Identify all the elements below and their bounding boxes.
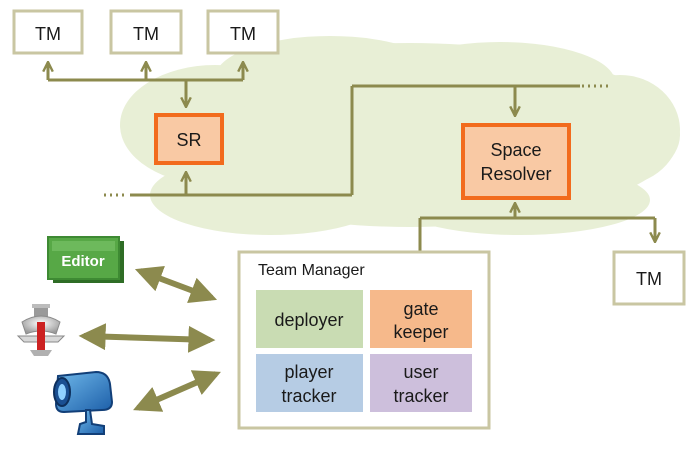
camera-double-arrow bbox=[133, 370, 221, 412]
gate-keeper-module: gate keeper bbox=[370, 290, 472, 348]
tm-label: TM bbox=[35, 24, 61, 44]
user-tracker-line-1: user bbox=[403, 362, 438, 382]
tm-box-top-2: TM bbox=[109, 9, 183, 55]
space-resolver-box: Space Resolver bbox=[461, 123, 571, 200]
team-manager-box: Team Manager deployer gate keeper player… bbox=[237, 250, 491, 430]
sprinkler-icon bbox=[16, 304, 66, 356]
user-tracker-line-2: tracker bbox=[393, 386, 448, 406]
gate-keeper-line-2: keeper bbox=[393, 322, 448, 342]
tm-box-top-1: TM bbox=[12, 9, 84, 55]
space-resolver-line-1: Space bbox=[490, 140, 541, 160]
player-tracker-line-2: tracker bbox=[281, 386, 336, 406]
device-arrows bbox=[78, 265, 221, 412]
camera-icon bbox=[53, 370, 114, 435]
gate-keeper-line-1: gate bbox=[403, 299, 438, 319]
editor-label: Editor bbox=[61, 253, 104, 270]
tm-box-right: TM bbox=[612, 250, 686, 306]
player-tracker-module: player tracker bbox=[256, 354, 363, 412]
user-tracker-module: user tracker bbox=[370, 354, 472, 412]
sr-label: SR bbox=[176, 130, 201, 150]
editor-icon: Editor bbox=[47, 236, 124, 283]
player-tracker-line-1: player bbox=[284, 362, 333, 382]
tm-box-top-3: TM bbox=[206, 9, 280, 55]
sprinkler-double-arrow bbox=[78, 323, 216, 353]
team-manager-title: Team Manager bbox=[258, 262, 365, 279]
tm-label: TM bbox=[230, 24, 256, 44]
editor-double-arrow bbox=[134, 265, 218, 304]
connectors bbox=[48, 62, 655, 282]
tm-label: TM bbox=[133, 24, 159, 44]
dotted-continuations bbox=[104, 84, 612, 197]
sr-box: SR bbox=[154, 113, 224, 165]
tm-label: TM bbox=[636, 269, 662, 289]
deployer-module: deployer bbox=[256, 290, 363, 348]
space-resolver-line-2: Resolver bbox=[480, 164, 551, 184]
deployer-label: deployer bbox=[274, 310, 343, 330]
